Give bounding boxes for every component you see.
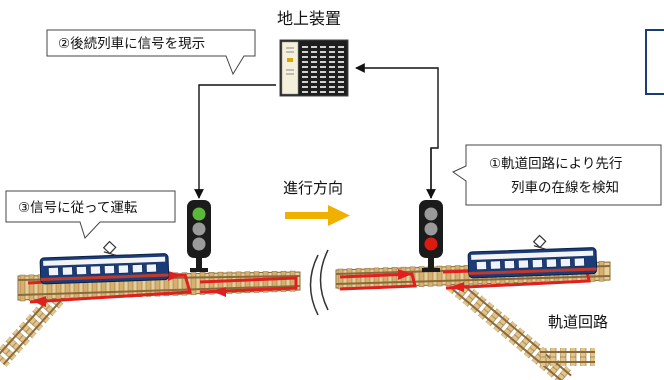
signal-following-lamp-mid bbox=[192, 222, 206, 236]
callout-signal-display-text: ②後続列車に信号を現示 bbox=[58, 36, 205, 52]
track-circuit-center bbox=[339, 269, 417, 291]
signal-leading-lamp-bottom bbox=[424, 237, 438, 251]
ground-equipment-label: 地上装置 bbox=[277, 9, 341, 28]
direction-arrow-icon bbox=[285, 205, 350, 226]
offscreen-panel-edge bbox=[645, 29, 664, 95]
callout-detect: ①軌道回路により先行 列車の在線を検知 bbox=[451, 144, 662, 206]
signal-following-lamp-bottom bbox=[192, 237, 206, 251]
direction-label: 進行方向 bbox=[283, 179, 343, 197]
track-break-symbol bbox=[309, 249, 329, 316]
callout-detect-line2: 列車の在線を検知 bbox=[511, 179, 619, 196]
signal-following bbox=[187, 200, 211, 272]
callout-drive-text: ③信号に従って運転 bbox=[18, 200, 138, 216]
callout-drive: ③信号に従って運転 bbox=[5, 190, 176, 239]
train-following bbox=[39, 240, 170, 285]
ground-equipment-icon bbox=[279, 39, 349, 97]
signal-connection-lines bbox=[194, 63, 439, 199]
signal-leading-lamp-top bbox=[424, 207, 438, 221]
train-leading bbox=[467, 234, 598, 279]
callout-signal-display: ②後続列車に信号を現示 bbox=[46, 29, 256, 76]
signal-leading bbox=[419, 200, 443, 272]
callout-detect-line1: ①軌道回路により先行 bbox=[489, 156, 622, 172]
signal-leading-lamp-mid bbox=[424, 222, 438, 236]
branch-track-right bbox=[447, 276, 595, 380]
signal-following-lamp-top bbox=[192, 207, 206, 221]
track-circuit-label: 軌道回路 bbox=[548, 313, 608, 331]
